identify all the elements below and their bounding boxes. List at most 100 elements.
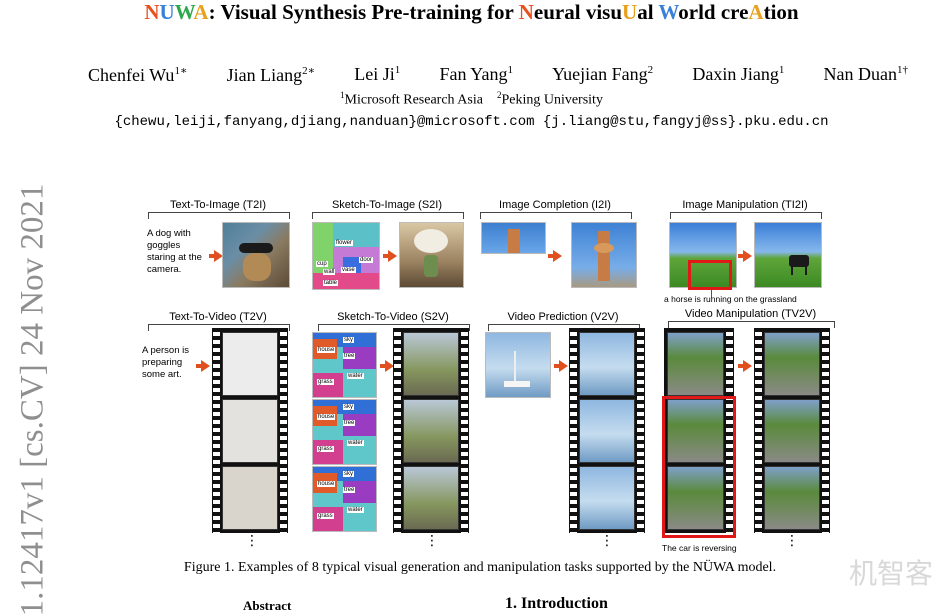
- bracket-v2v: [488, 324, 640, 331]
- arrow-s2v: [385, 360, 394, 372]
- s2i-label-vase: vase: [341, 267, 356, 273]
- s2v-label-house: house: [317, 481, 336, 487]
- author-affiliation-mark: 1: [778, 64, 785, 76]
- ti2i-edit-region: [688, 260, 732, 290]
- watermark: 机智客: [848, 557, 933, 590]
- bracket-t2i: [148, 212, 290, 219]
- t2v-continuation-dots: ⋮: [245, 532, 259, 548]
- s2v-label-house: house: [317, 347, 336, 353]
- introduction-heading: 1. Introduction: [505, 595, 608, 612]
- v2v-frame-3: [579, 466, 635, 530]
- author: Lei Ji1: [354, 64, 400, 86]
- tv2v-output-frame-1: [764, 332, 820, 396]
- s2v-label-sky: sky: [343, 337, 354, 343]
- arrow-t2v-body: [196, 364, 202, 368]
- author: Yuejian Fang2: [552, 64, 653, 86]
- tv2v-output-filmstrip: [754, 328, 830, 533]
- s2v-label-grass: grass: [317, 513, 334, 519]
- affiliations: 1Microsoft Research Asia 2Peking Univers…: [0, 90, 943, 109]
- s2i-label-wall: wall: [323, 269, 336, 275]
- task-label-s2i: Sketch-To-Image (S2I): [331, 199, 443, 211]
- author-name: Daxin Jiang: [692, 64, 779, 84]
- arrow-t2v: [201, 360, 210, 372]
- arrow-t2i-body: [209, 254, 215, 258]
- s2v-label-grass: grass: [317, 446, 334, 452]
- title-segment: tion: [763, 0, 799, 24]
- tv2v-output-frame-3: [764, 466, 820, 530]
- s2v-label-water: water: [347, 373, 364, 379]
- bracket-ti2i: [670, 212, 822, 219]
- bracket-t2v: [148, 324, 290, 331]
- v2v-frame-2: [579, 399, 635, 463]
- bracket-s2v: [318, 324, 470, 331]
- s2v-frame-2: [403, 399, 459, 463]
- v2v-frame-1: [579, 332, 635, 396]
- arrow-i2i-body: [548, 254, 554, 258]
- tv2v-input-frame-2: [667, 399, 724, 463]
- prompt-tv2v: The car is reversing: [662, 543, 737, 553]
- arrow-ti2i: [743, 250, 752, 262]
- title-segment: : Visual Synthesis Pre-training for: [208, 0, 519, 24]
- ti2i-pointer-line: [711, 290, 712, 298]
- author-affiliation-mark: 2∗: [302, 65, 316, 77]
- author-name: Chenfei Wu: [88, 65, 175, 85]
- author-name: Nan Duan: [823, 64, 897, 84]
- abstract-heading: Abstract: [243, 598, 292, 613]
- s2v-filmstrip: [393, 328, 469, 533]
- author-affiliation-mark: 1∗: [174, 65, 188, 77]
- arrow-s2v-body: [380, 364, 386, 368]
- tv2v-input-frame-1: [667, 332, 724, 396]
- t2i-output-image: [222, 222, 290, 288]
- prompt-ti2i: a horse is running on the grassland: [664, 294, 797, 304]
- s2i-label-door: door: [359, 257, 374, 263]
- author: Fan Yang1: [439, 64, 513, 86]
- title-segment: al: [637, 0, 659, 24]
- author: Daxin Jiang1: [692, 64, 784, 86]
- author-name: Lei Ji: [354, 64, 395, 84]
- t2v-frame-3: [222, 466, 278, 530]
- author-name: Yuejian Fang: [552, 64, 648, 84]
- prompt-t2v: A person is preparing some art.: [142, 345, 189, 380]
- i2i-input-image: [481, 222, 546, 254]
- s2v-frame-1: [403, 332, 459, 396]
- s2i-output-image: [399, 222, 464, 288]
- s2v-label-house: house: [317, 414, 336, 420]
- task-label-i2i: Image Completion (I2I): [499, 199, 611, 211]
- title-segment: U: [159, 0, 175, 24]
- v2v-continuation-dots: ⋮: [600, 532, 614, 548]
- bracket-i2i: [480, 212, 632, 219]
- title-segment: eural visu: [533, 0, 623, 24]
- task-label-v2v: Video Prediction (V2V): [507, 311, 619, 323]
- author: Jian Liang2∗: [227, 64, 315, 86]
- task-label-t2v: Text-To-Video (T2V): [169, 311, 267, 323]
- task-label-s2v: Sketch-To-Video (S2V): [337, 311, 449, 323]
- tv2v-output-frame-2: [764, 399, 820, 463]
- t2v-filmstrip: [212, 328, 288, 533]
- task-label-tv2v: Video Manipulation (TV2V): [684, 308, 817, 320]
- ti2i-output-image: [754, 222, 822, 288]
- s2v-label-tree: tree: [343, 353, 356, 359]
- tv2v-input-frame-3: [667, 466, 724, 530]
- s2v-label-water: water: [347, 507, 364, 513]
- bracket-tv2v: [668, 321, 835, 328]
- v2v-filmstrip: [569, 328, 645, 533]
- affil-2-sup: 2: [496, 90, 502, 100]
- s2v-frame-3: [403, 466, 459, 530]
- affil-1: Microsoft Research Asia: [344, 92, 483, 108]
- author: Chenfei Wu1∗: [88, 64, 187, 86]
- s2v-sketch-frame-1: sky house tree grass water: [312, 332, 377, 398]
- s2v-label-tree: tree: [343, 487, 356, 493]
- bracket-s2i: [312, 212, 464, 219]
- s2i-label-flower: flower: [335, 240, 354, 246]
- i2i-output-image: [571, 222, 637, 288]
- s2v-label-grass: grass: [317, 379, 334, 385]
- paper-title: NUWA: Visual Synthesis Pre-training for …: [0, 0, 943, 24]
- title-segment: U: [622, 0, 638, 24]
- affil-2: Peking University: [501, 92, 603, 108]
- author-affiliation-mark: 1: [394, 64, 401, 76]
- t2v-frame-1: [222, 332, 278, 396]
- t2v-frame-2: [222, 399, 278, 463]
- arrow-v2v-body: [554, 364, 560, 368]
